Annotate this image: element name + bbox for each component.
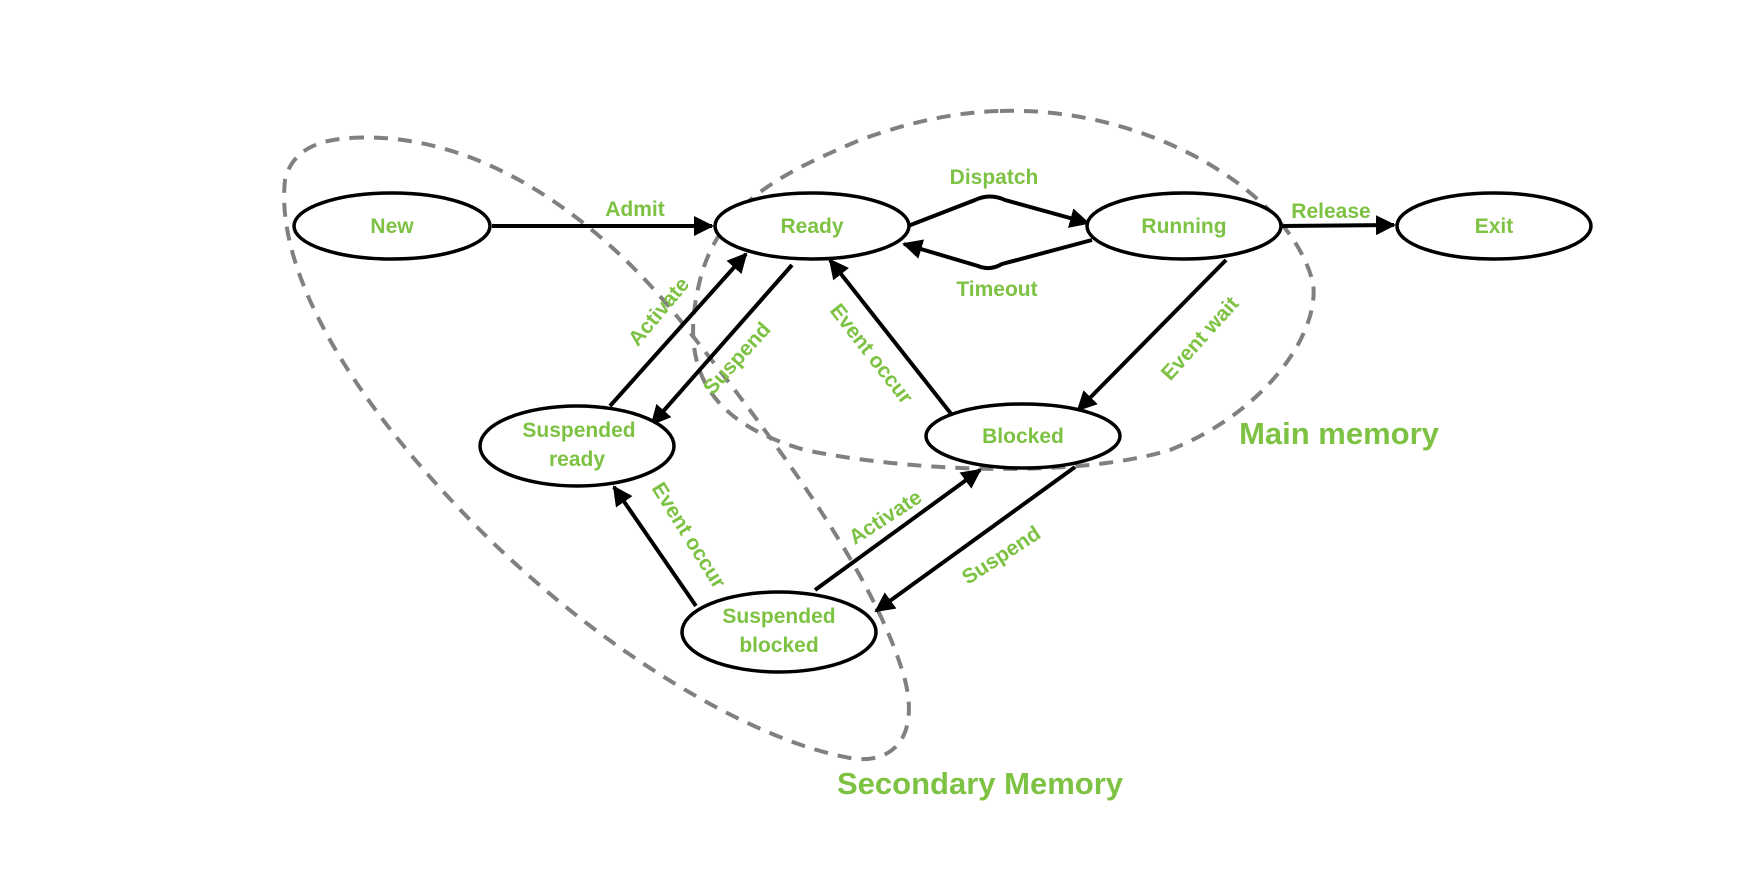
state-suspended-ready: Suspended ready xyxy=(478,404,676,488)
label-activate-to-ready: Activate xyxy=(624,273,694,350)
edge-timeout xyxy=(902,238,1093,271)
state-new: New xyxy=(292,191,492,261)
label-dispatch: Dispatch xyxy=(950,166,1039,189)
edge-dispatch xyxy=(907,194,1090,228)
label-secondary-memory: Secondary Memory xyxy=(837,766,1124,801)
state-exit-label: Exit xyxy=(1475,215,1514,238)
state-new-label: New xyxy=(370,215,414,238)
edge-event-occur-to-ready xyxy=(828,258,954,417)
state-ready-label: Ready xyxy=(780,215,843,238)
state-blocked-label: Blocked xyxy=(982,425,1064,448)
label-event-occur-to-suspended-ready: Event occur xyxy=(647,478,730,592)
state-suspended-blocked: Suspended blocked xyxy=(680,590,878,674)
state-ready: Ready xyxy=(713,191,911,261)
state-running: Running xyxy=(1085,191,1283,261)
state-suspended-blocked-label-line1: Suspended xyxy=(722,605,835,628)
secondary-memory-region xyxy=(282,135,911,762)
edge-event-wait xyxy=(1076,258,1228,412)
state-suspended-blocked-label-line2: blocked xyxy=(739,634,818,657)
label-suspend-to-suspended-blocked: Suspend xyxy=(958,522,1045,590)
state-suspended-ready-label-line1: Suspended xyxy=(522,419,635,442)
label-event-wait: Event wait xyxy=(1157,292,1244,385)
edge-activate-to-blocked xyxy=(813,468,982,592)
state-suspended-ready-label-line2: ready xyxy=(549,448,605,471)
main-memory-region xyxy=(691,108,1316,471)
edge-activate-to-ready xyxy=(608,252,748,408)
state-running-label: Running xyxy=(1141,215,1226,238)
state-exit: Exit xyxy=(1395,191,1593,261)
edge-release xyxy=(1281,215,1396,236)
label-main-memory: Main memory xyxy=(1239,416,1440,451)
label-timeout: Timeout xyxy=(956,278,1037,301)
edge-event-occur-to-suspended-ready xyxy=(612,485,698,608)
state-blocked: Blocked xyxy=(924,402,1122,470)
edge-suspend-to-suspended-blocked xyxy=(874,465,1077,613)
label-release: Release xyxy=(1291,200,1370,223)
label-admit: Admit xyxy=(605,198,665,221)
edge-suspend-to-suspended-ready xyxy=(650,263,794,426)
